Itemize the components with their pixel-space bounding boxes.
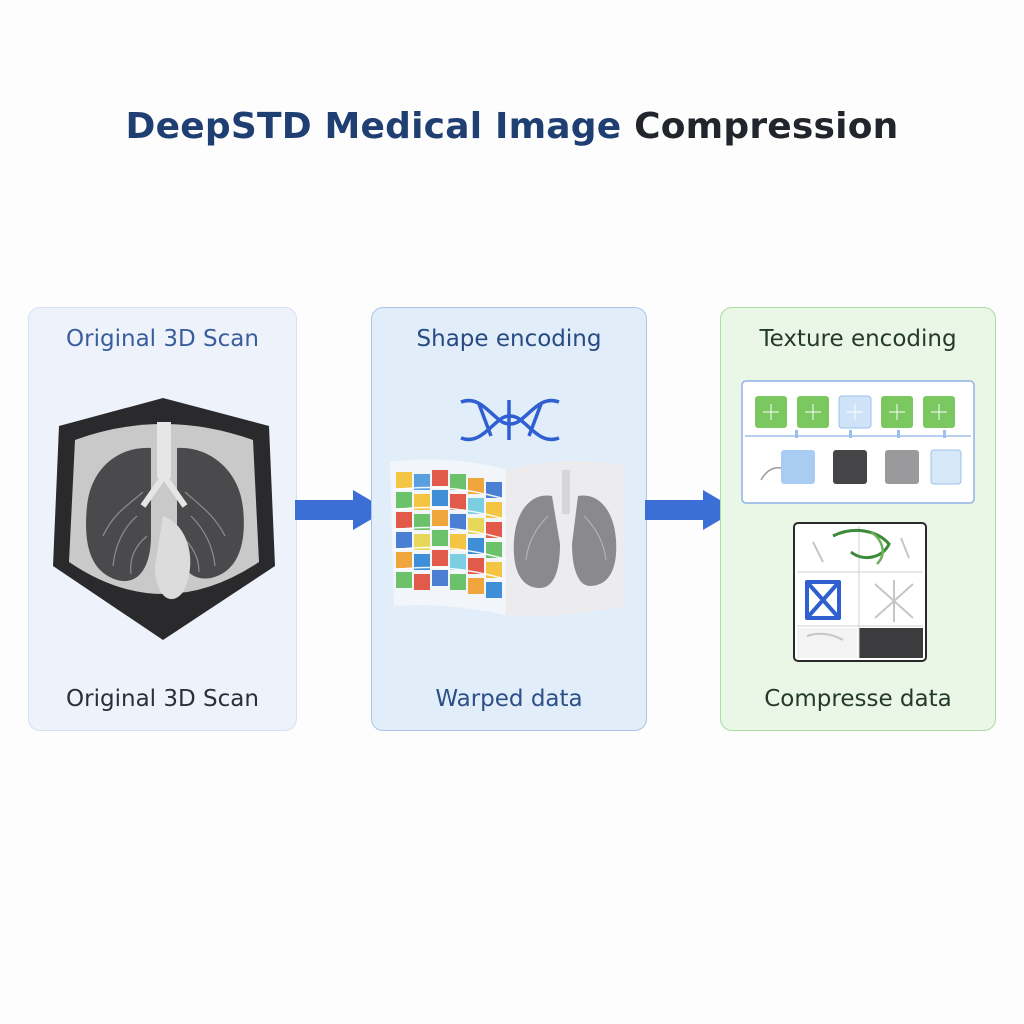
diagram-title: DeepSTD Medical Image Compression — [0, 106, 1024, 147]
panel-original-caption: Original 3D Scan — [66, 686, 259, 712]
panel-texture-heading: Texture encoding — [759, 326, 957, 352]
panel-shape-heading: Shape encoding — [416, 326, 602, 352]
texture-tiles-image — [741, 380, 975, 504]
panel-shape-caption: Warped data — [435, 686, 583, 712]
lung-ct-image — [53, 398, 275, 640]
compressed-blocks-image — [793, 522, 927, 662]
title-part-a: DeepSTD Medical Image — [125, 106, 622, 147]
shape-structure-icon — [460, 398, 560, 442]
panel-texture-encoding: Texture encoding — [720, 307, 996, 731]
flow-arrow-1 — [295, 490, 387, 530]
panel-texture-caption: Compresse data — [764, 686, 952, 712]
panel-shape-encoding: Shape encoding — [371, 307, 647, 731]
warped-grid-image — [390, 459, 624, 617]
panel-original-heading: Original 3D Scan — [66, 326, 259, 352]
title-part-b: Compression — [634, 106, 899, 147]
panel-original-scan: Original 3D Scan Original 3D Scan — [28, 307, 297, 731]
